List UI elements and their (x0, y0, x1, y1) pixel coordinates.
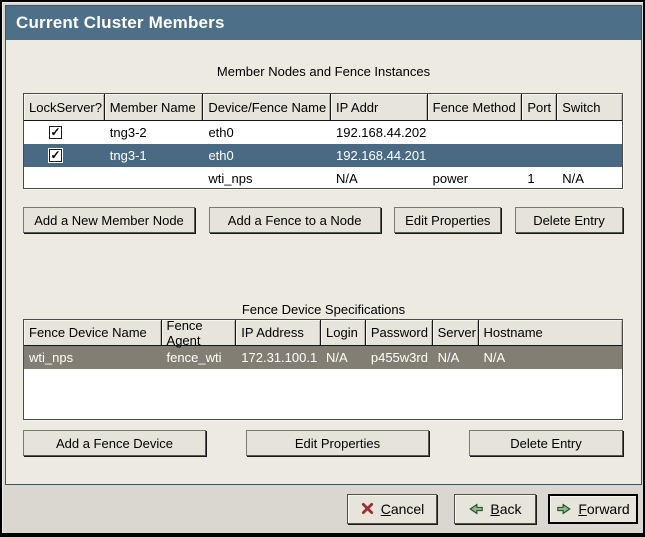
column-header-switch[interactable]: Switch (557, 94, 622, 121)
fence-table-caption: Fence Device Specifications (241, 302, 406, 317)
title-bar: Current Cluster Members (6, 6, 641, 40)
fence-table-buttons: Add a Fence Device Edit Properties Delet… (23, 430, 623, 456)
table-row[interactable]: ✓ tng3-2 eth0 192.168.44.202 (24, 121, 622, 144)
column-header-fence-device-name[interactable]: Fence Device Name (24, 320, 162, 346)
ip-address-cell: 172.31.100.1 (241, 350, 318, 365)
port-cell: 1 (527, 171, 535, 186)
device-fence-name-cell: eth0 (208, 148, 234, 163)
arrow-right-icon (556, 501, 572, 517)
switch-cell: N/A (562, 171, 584, 186)
fence-device-name-cell: wti_nps (29, 350, 74, 365)
fence-method-cell (428, 144, 523, 167)
lockserver-cell (24, 167, 105, 188)
forward-button-label: Forward (578, 500, 630, 517)
edit-properties-button[interactable]: Edit Properties (246, 430, 429, 456)
switch-cell (557, 144, 622, 167)
back-button[interactable]: Back (454, 493, 536, 524)
fence-agent-cell: fence_wti (166, 350, 222, 365)
member-table-caption: Member Nodes and Fence Instances (216, 64, 431, 79)
lockserver-checkbox[interactable]: ✓ (49, 148, 62, 162)
server-cell: N/A (437, 350, 460, 365)
column-header-server[interactable]: Server (432, 320, 479, 346)
page-title: Current Cluster Members (16, 13, 225, 32)
cancel-button[interactable]: Cancel (347, 493, 437, 524)
login-cell: N/A (326, 350, 348, 365)
column-header-device-fence-name[interactable]: Device/Fence Name (203, 94, 331, 121)
member-name-cell: tng3-1 (109, 148, 147, 163)
member-name-cell: tng3-2 (109, 125, 147, 140)
fence-method-cell: power (432, 171, 469, 186)
add-new-member-node-button[interactable]: Add a New Member Node (23, 207, 195, 233)
column-header-member-name[interactable]: Member Name (104, 94, 204, 121)
device-fence-name-cell: wti_nps (208, 171, 253, 186)
column-header-fence-method[interactable]: Fence Method (427, 94, 523, 121)
column-header-password[interactable]: Password (365, 320, 433, 346)
column-header-hostname[interactable]: Hostname (478, 320, 622, 346)
forward-button[interactable]: Forward (548, 493, 638, 524)
password-cell: p455w3rd (370, 350, 428, 365)
lockserver-checkbox[interactable]: ✓ (49, 125, 62, 139)
table-row-selected[interactable]: ✓ tng3-1 eth0 192.168.44.201 (24, 144, 622, 167)
add-fence-to-node-button[interactable]: Add a Fence to a Node (208, 207, 381, 233)
column-header-port[interactable]: Port (522, 94, 558, 121)
table-row[interactable]: wti_nps N/A power 1 N/A (24, 167, 622, 188)
fence-table-header: Fence Device Name Fence Agent IP Address… (24, 320, 622, 348)
member-table-buttons: Add a New Member Node Add a Fence to a N… (23, 207, 623, 233)
druid-panel: Current Cluster Members Member Nodes and… (5, 5, 642, 485)
delete-entry-button[interactable]: Delete Entry (469, 430, 623, 456)
column-header-fence-agent[interactable]: Fence Agent (161, 320, 237, 348)
switch-cell (557, 121, 622, 144)
lockserver-cell: ✓ (24, 121, 105, 144)
cancel-button-label: Cancel (380, 500, 425, 517)
column-header-ip-address[interactable]: IP Address (236, 320, 321, 346)
fence-method-cell (428, 121, 523, 144)
cancel-x-icon (360, 501, 375, 516)
back-button-label: Back (490, 500, 522, 517)
member-table-header: LockServer? Member Name Device/Fence Nam… (24, 94, 622, 121)
device-fence-name-cell: eth0 (208, 125, 234, 140)
ip-addr-cell: 192.168.44.202 (336, 125, 427, 140)
add-fence-device-button[interactable]: Add a Fence Device (23, 430, 206, 456)
edit-properties-button[interactable]: Edit Properties (394, 207, 502, 233)
hostname-cell: N/A (483, 350, 506, 365)
fence-devices-table: Fence Device Name Fence Agent IP Address… (23, 319, 623, 420)
arrow-left-icon (468, 501, 484, 517)
lockserver-cell: ✓ (24, 144, 105, 167)
action-bar: Cancel Back Forward (5, 486, 642, 531)
member-nodes-table: LockServer? Member Name Device/Fence Nam… (23, 93, 623, 189)
member-name-cell (105, 167, 204, 188)
column-header-ip-addr[interactable]: IP Addr (330, 94, 428, 121)
delete-entry-button[interactable]: Delete Entry (514, 207, 623, 233)
table-row-selected[interactable]: wti_nps fence_wti 172.31.100.1 N/A p455w… (24, 346, 622, 369)
port-cell (522, 144, 557, 167)
ip-addr-cell: N/A (335, 171, 358, 186)
column-header-lockserver[interactable]: LockServer? (24, 94, 105, 121)
port-cell (522, 121, 557, 144)
content-area: Member Nodes and Fence Instances LockSer… (6, 40, 641, 484)
ip-addr-cell: 192.168.44.201 (336, 148, 427, 163)
column-header-login[interactable]: Login (321, 320, 366, 346)
